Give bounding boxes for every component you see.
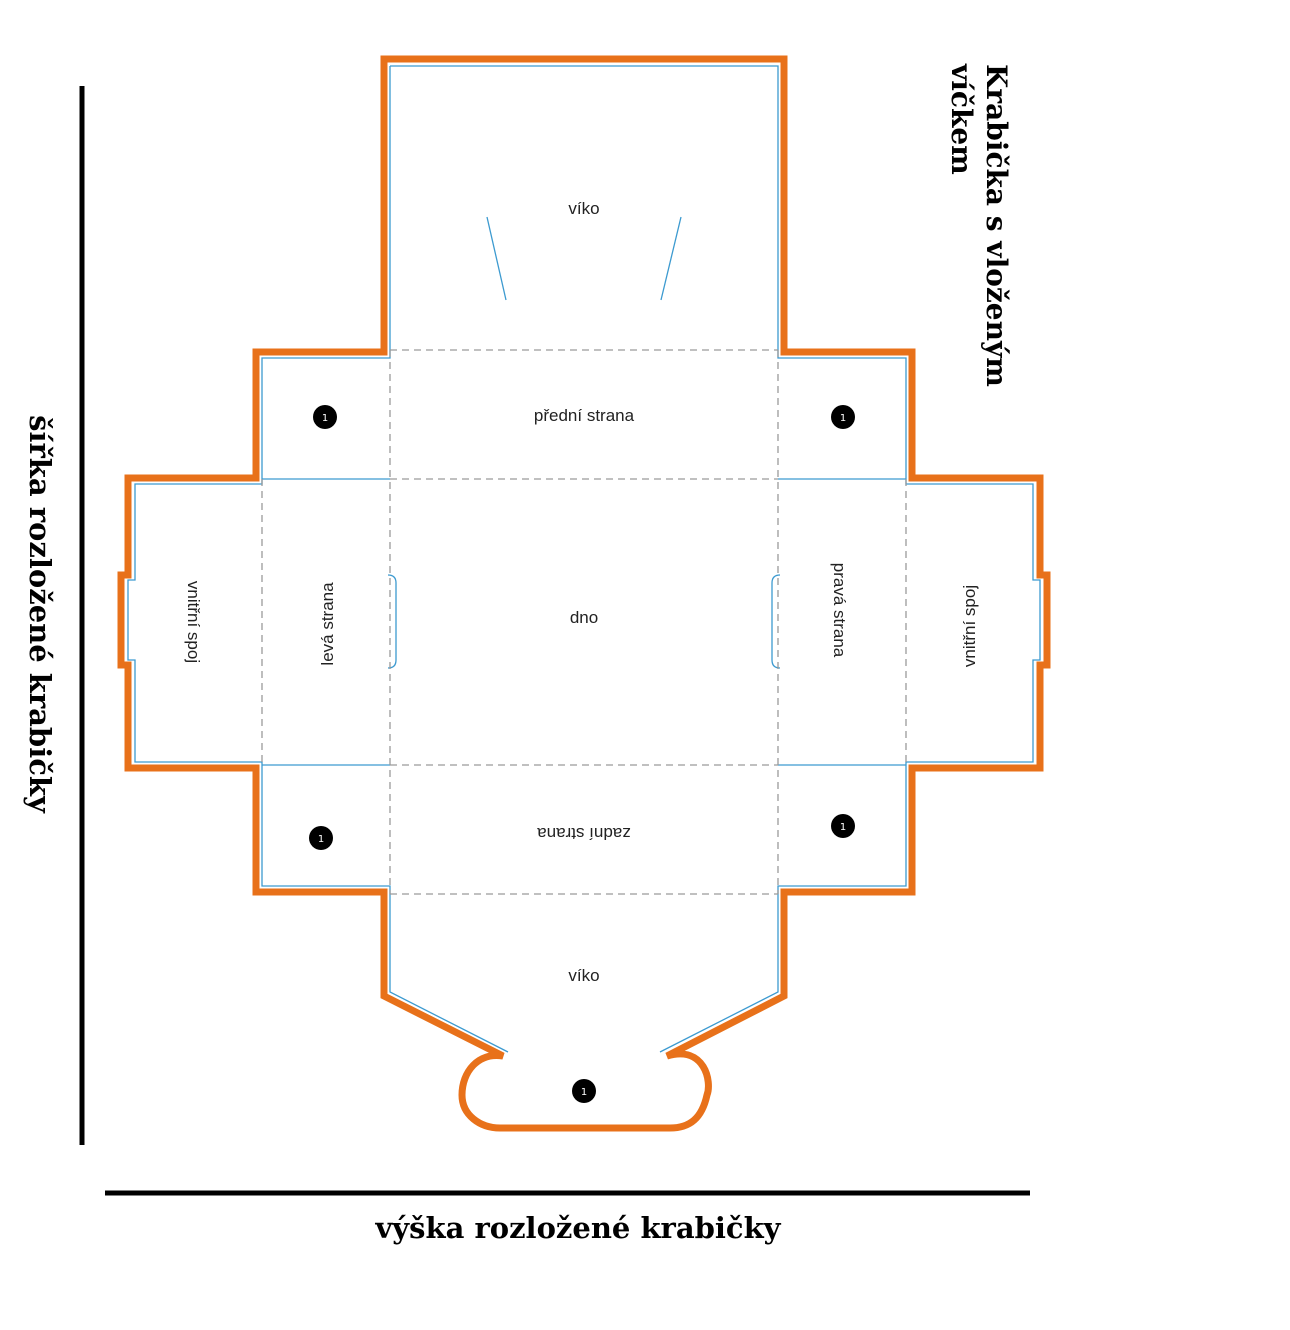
diagram-title-line2: víčkem bbox=[945, 63, 978, 175]
glue-marker-label: 1 bbox=[840, 822, 846, 833]
panel-label-lid-bottom: víko bbox=[568, 966, 599, 985]
panel-label-left: levá strana bbox=[318, 582, 337, 666]
glue-marker: 1 bbox=[831, 405, 855, 429]
glue-marker: 1 bbox=[309, 826, 333, 850]
panel-label-front: přední strana bbox=[534, 406, 635, 425]
glue-marker-label: 1 bbox=[318, 834, 324, 845]
glue-marker-label: 1 bbox=[581, 1087, 587, 1098]
glue-marker: 1 bbox=[831, 814, 855, 838]
height-axis-label: výška rozložené krabičky bbox=[374, 1211, 781, 1245]
lid-guide-right bbox=[660, 216, 682, 301]
diagram-title-line1: Krabička s vloženým bbox=[980, 64, 1013, 387]
panel-label-bottom: dno bbox=[570, 608, 598, 627]
width-axis-label: šířka rozložené krabičky bbox=[23, 415, 57, 814]
lid-guide-left bbox=[486, 216, 507, 301]
fold-lines bbox=[261, 349, 907, 895]
panel-label-inner-joint-right: vnitřní spoj bbox=[960, 585, 979, 667]
glue-marker-label: 1 bbox=[322, 413, 328, 424]
glue-marker: 1 bbox=[572, 1079, 596, 1103]
glue-marker: 1 bbox=[313, 405, 337, 429]
slot-right bbox=[771, 574, 781, 669]
crease-outline bbox=[127, 65, 1041, 1053]
panel-label-lid-top: víko bbox=[568, 199, 599, 218]
cut-outline bbox=[117, 55, 1051, 1132]
panel-label-right: pravá strana bbox=[830, 563, 849, 658]
panel-label-inner-joint-left: vnitřní spoj bbox=[184, 581, 203, 663]
glue-marker-label: 1 bbox=[840, 413, 846, 424]
panel-label-back: zadní strana bbox=[537, 824, 631, 843]
slot-left bbox=[387, 574, 397, 669]
